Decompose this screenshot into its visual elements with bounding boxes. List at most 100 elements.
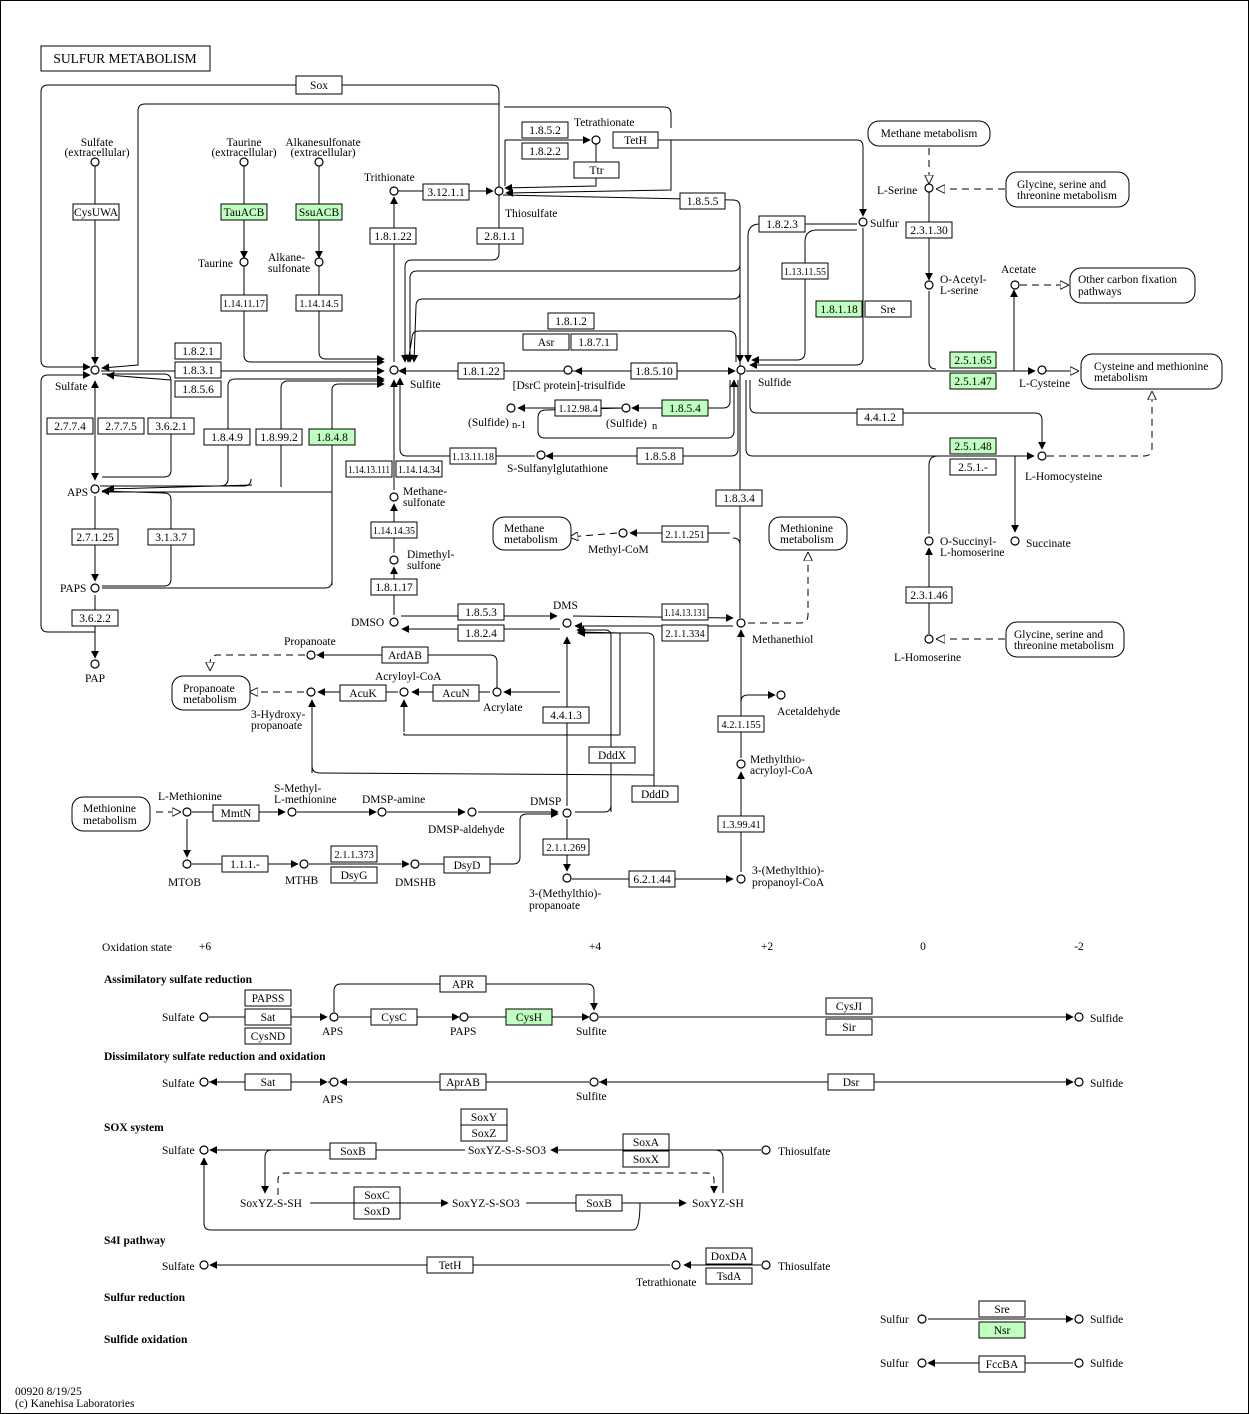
- enzyme-box-frame[interactable]: [330, 866, 378, 884]
- enzyme-box-e1131155[interactable]: 1.13.11.55: [781, 262, 829, 280]
- module-enzyme-box-sat[interactable]: Sat: [244, 1008, 292, 1026]
- enzyme-box-e1822[interactable]: 1.8.2.2: [521, 142, 569, 160]
- enzyme-box-e1821[interactable]: 1.8.2.1: [174, 342, 222, 360]
- module-enzyme-box-frame[interactable]: [978, 1321, 1026, 1339]
- enzyme-box-cysuwa[interactable]: CysUWA: [72, 203, 120, 221]
- enzyme-box-frame[interactable]: [856, 408, 904, 426]
- module-enzyme-box-fccba[interactable]: FccBA: [978, 1355, 1026, 1373]
- enzyme-box-e18122b[interactable]: 1.8.1.22: [457, 362, 505, 380]
- enzyme-box-e25147[interactable]: 2.5.1.47: [949, 372, 997, 390]
- enzyme-box-frame[interactable]: [255, 428, 303, 446]
- module-enzyme-box-frame[interactable]: [329, 1142, 377, 1160]
- enzyme-box-sre1[interactable]: Sre: [864, 300, 912, 318]
- enzyme-box-frame[interactable]: [422, 183, 470, 201]
- enzyme-box-tauacb[interactable]: TauACB: [220, 203, 268, 221]
- enzyme-box-e18122[interactable]: 1.8.1.22: [369, 227, 417, 245]
- enzyme-box-frame[interactable]: [174, 380, 222, 398]
- enzyme-box-e27125[interactable]: 2.7.1.25: [71, 528, 119, 546]
- enzyme-box-frame[interactable]: [147, 528, 195, 546]
- module-enzyme-box-frame[interactable]: [705, 1267, 753, 1285]
- map-link-methionine-metabolism-2[interactable]: Methionine metabolism: [71, 796, 151, 832]
- enzyme-box-frame[interactable]: [457, 624, 505, 642]
- module-enzyme-box-sir[interactable]: Sir: [825, 1018, 873, 1036]
- enzyme-box-e211334[interactable]: 2.1.1.334: [661, 624, 709, 642]
- module-enzyme-box-frame[interactable]: [978, 1300, 1026, 1318]
- enzyme-box-frame[interactable]: [554, 399, 602, 417]
- module-enzyme-box-frame[interactable]: [244, 1008, 292, 1026]
- enzyme-box-dddx[interactable]: DddX: [588, 746, 636, 764]
- module-enzyme-box-frame[interactable]: [439, 1073, 487, 1091]
- enzyme-box-e114145[interactable]: 1.14.14.5: [295, 294, 343, 312]
- enzyme-box-frame[interactable]: [339, 684, 387, 702]
- enzyme-box-e1852[interactable]: 1.8.5.2: [521, 121, 569, 139]
- enzyme-box-e211269[interactable]: 2.1.1.269: [542, 838, 590, 856]
- module-enzyme-box-apr[interactable]: APR: [439, 975, 487, 993]
- enzyme-box-frame[interactable]: [781, 262, 829, 280]
- module-enzyme-box-soxb[interactable]: SoxB: [575, 1194, 623, 1212]
- enzyme-box-frame[interactable]: [630, 362, 678, 380]
- module-enzyme-box-soxc[interactable]: SoxC: [353, 1186, 401, 1204]
- enzyme-box-ardab[interactable]: ArdAB: [381, 646, 429, 664]
- module-enzyme-box-cysnd[interactable]: CysND: [244, 1027, 292, 1045]
- module-enzyme-box-soxb[interactable]: SoxB: [329, 1142, 377, 1160]
- module-enzyme-box-sat[interactable]: Sat: [244, 1073, 292, 1091]
- enzyme-box-e18992[interactable]: 1.8.99.2: [255, 428, 303, 446]
- module-enzyme-box-cysc[interactable]: CysC: [370, 1008, 418, 1026]
- enzyme-box-frame[interactable]: [661, 624, 709, 642]
- enzyme-box-frame[interactable]: [949, 372, 997, 390]
- module-enzyme-box-frame[interactable]: [825, 997, 873, 1015]
- enzyme-box-frame[interactable]: [547, 312, 595, 330]
- module-enzyme-box-frame[interactable]: [827, 1073, 875, 1091]
- enzyme-box-frame[interactable]: [864, 300, 912, 318]
- enzyme-box-frame[interactable]: [457, 362, 505, 380]
- enzyme-box-asr[interactable]: Asr: [522, 333, 570, 351]
- enzyme-box-e2313[interactable]: 2.3.1.30: [905, 221, 953, 239]
- enzyme-box-frame[interactable]: [295, 294, 343, 312]
- enzyme-box-mmtn[interactable]: MmtN: [212, 804, 260, 822]
- enzyme-box-e114131[interactable]: 1.14.13.111: [345, 460, 393, 478]
- enzyme-box-e1854[interactable]: 1.8.5.4: [661, 399, 709, 417]
- enzyme-box-acuk[interactable]: AcuK: [339, 684, 387, 702]
- enzyme-box-frame[interactable]: [449, 447, 497, 465]
- enzyme-box-frame[interactable]: [212, 804, 260, 822]
- enzyme-box-frame[interactable]: [71, 609, 119, 627]
- module-enzyme-box-soxz[interactable]: SoxZ: [460, 1124, 508, 1142]
- pathway-map-links[interactable]: Methane metabolism Glycine, serine and t…: [71, 120, 1223, 832]
- enzyme-box-frame[interactable]: [717, 815, 765, 833]
- module-enzyme-box-frame[interactable]: [622, 1150, 670, 1168]
- map-link-glycine-serine-threonine-2[interactable]: Glycine, serine and threonine metabolism: [1005, 621, 1125, 658]
- enzyme-box-frame[interactable]: [308, 428, 356, 446]
- enzyme-box-e1848[interactable]: 1.8.4.8: [308, 428, 356, 446]
- enzyme-box-frame[interactable]: [369, 227, 417, 245]
- enzyme-box-e114145b[interactable]: 1.14.14.35: [370, 521, 418, 539]
- enzyme-box-frame[interactable]: [345, 460, 393, 478]
- enzyme-box-dsyd[interactable]: DsyD: [443, 856, 491, 874]
- module-enzyme-box-frame[interactable]: [244, 1073, 292, 1091]
- module-enzyme-box-sre[interactable]: Sre: [978, 1300, 1026, 1318]
- enzyme-box-frame[interactable]: [71, 528, 119, 546]
- module-enzyme-box-tsda[interactable]: TsdA: [705, 1267, 753, 1285]
- enzyme-box-e211373[interactable]: 2.1.1.373: [330, 845, 378, 863]
- enzyme-box-e1871[interactable]: 1.8.7.1: [570, 333, 618, 351]
- module-enzyme-box-soxx[interactable]: SoxX: [622, 1150, 670, 1168]
- enzyme-box-frame[interactable]: [949, 458, 997, 476]
- enzyme-box-e31211[interactable]: 3.12.1.1: [422, 183, 470, 201]
- map-link-other-carbon-fixation[interactable]: Other carbon fixation pathways: [1069, 267, 1196, 304]
- enzyme-box-frame[interactable]: [522, 333, 570, 351]
- map-link-cysteine-methionine[interactable]: Cysteine and methionine metabolism: [1080, 353, 1223, 390]
- enzyme-box-frame[interactable]: [628, 870, 676, 888]
- enzyme-box-frame[interactable]: [203, 428, 251, 446]
- enzyme-box-e421155[interactable]: 4.2.1.155: [717, 715, 765, 733]
- module-enzyme-box-dsr[interactable]: Dsr: [827, 1073, 875, 1091]
- module-enzyme-box-frame[interactable]: [460, 1124, 508, 1142]
- enzyme-box-frame[interactable]: [636, 447, 684, 465]
- enzyme-box-e3622[interactable]: 3.6.2.2: [71, 609, 119, 627]
- module-enzyme-box-frame[interactable]: [439, 975, 487, 993]
- module-enzyme-box-aprab[interactable]: AprAB: [439, 1073, 487, 1091]
- enzyme-box-frame[interactable]: [612, 131, 659, 149]
- enzyme-box-frame[interactable]: [443, 856, 491, 874]
- enzyme-box-frame[interactable]: [295, 203, 343, 221]
- enzyme-box-frame[interactable]: [661, 525, 709, 543]
- enzyme-box-dsyg[interactable]: DsyG: [330, 866, 378, 884]
- enzyme-box-frame[interactable]: [758, 215, 806, 233]
